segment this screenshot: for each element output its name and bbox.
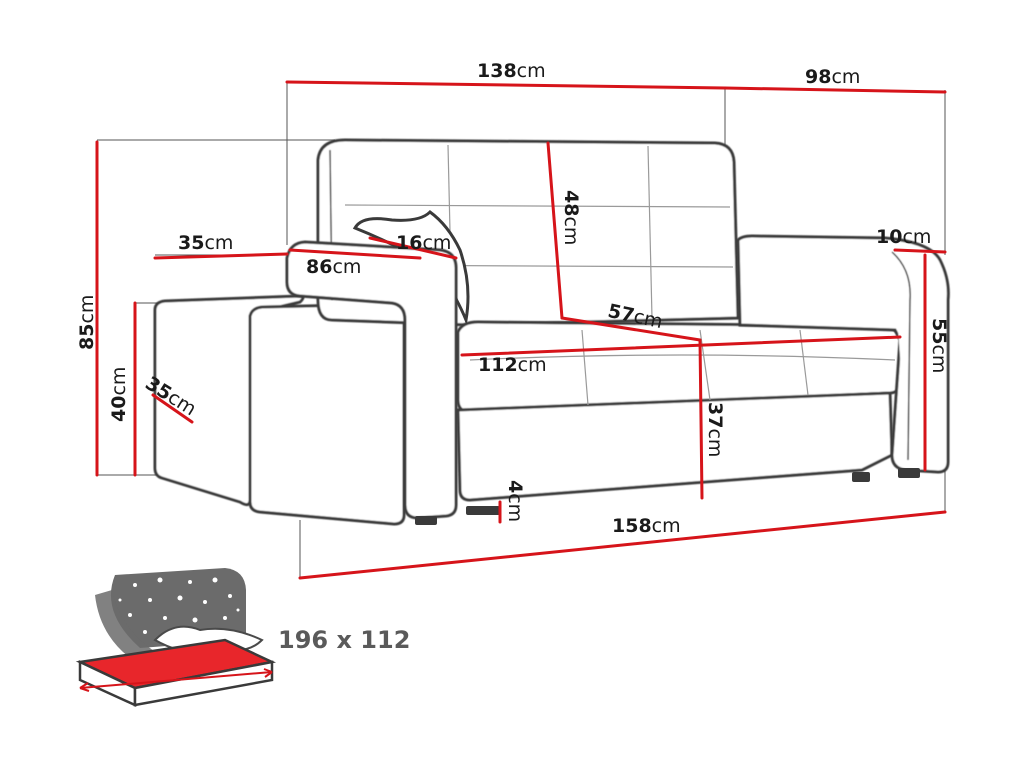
sofa-seat [456, 320, 902, 502]
pouf [153, 294, 406, 526]
dimline-48 [546, 141, 564, 320]
dimension-lines [95, 80, 947, 580]
dim-armrest-depth: 86cm [306, 256, 362, 278]
dimline-98 [723, 86, 947, 94]
dimline-158 [298, 510, 947, 580]
dim-seat-width: 112cm [478, 354, 547, 376]
dimline-138 [285, 80, 727, 90]
dim-total-length: 138cm [477, 60, 546, 82]
bed-dimline [79, 671, 273, 689]
dimline-112 [460, 335, 902, 357]
dim-pouf-width: 35cm [178, 232, 234, 254]
dim-back-height: 48cm [560, 190, 582, 246]
seat-tufting [469, 329, 896, 406]
dimline-10 [893, 248, 947, 254]
dim-leg-height: 4cm [504, 480, 526, 523]
dim-opened-length: 158cm [612, 515, 681, 537]
dimline-16 [368, 236, 458, 260]
right-armrest [736, 234, 950, 474]
dim-pouf-height: 40cm [108, 366, 130, 422]
dimline-35-depth [151, 393, 194, 424]
dimline-37 [698, 338, 704, 500]
dim-seat-height: 37cm [704, 402, 726, 458]
sofa-legs [415, 468, 920, 525]
dim-arm-thickness: 10cm [876, 226, 932, 248]
dim-total-depth: 98cm [805, 66, 861, 88]
sofa-bed-icon [75, 568, 277, 707]
star-icons [118, 577, 240, 634]
dim-total-height: 85cm [76, 294, 98, 350]
dim-arm-height: 55cm [928, 318, 950, 374]
dimline-57 [560, 316, 702, 342]
dimline-35-width [153, 252, 289, 260]
bed-size-label: 196 x 112 [278, 626, 411, 654]
dim-armrest-width: 16cm [396, 232, 452, 254]
dimline-86 [288, 248, 422, 260]
